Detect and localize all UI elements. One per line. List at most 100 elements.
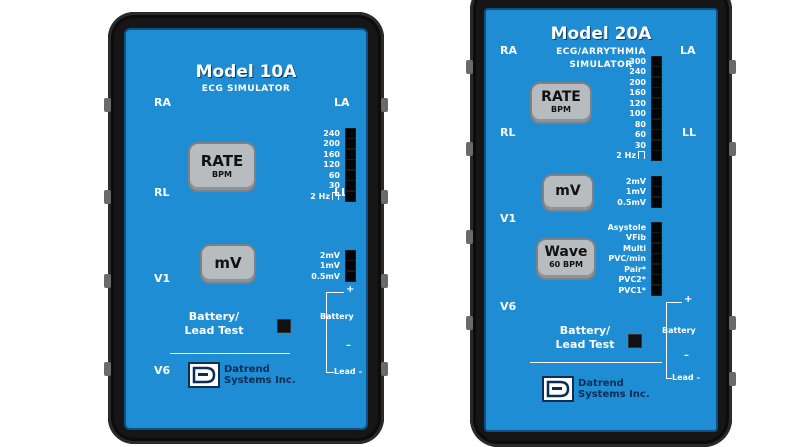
logo-line-2: Systems Inc. — [578, 389, 650, 400]
rate-row: 160 — [586, 87, 662, 99]
mv-row: 2mV — [264, 249, 356, 261]
indicator-led — [651, 175, 662, 187]
rate-value-text: 2 Hz — [616, 151, 636, 161]
indicator-led — [345, 260, 356, 272]
battery-bracket-top — [666, 302, 682, 303]
battery-bracket-side — [326, 292, 327, 372]
rate-row: 30 — [264, 180, 356, 192]
rate-button-unit: BPM — [551, 105, 571, 114]
indicator-led — [345, 190, 356, 202]
mv-row: 0.5mV — [586, 196, 662, 208]
rate-value: 30 — [634, 140, 646, 150]
battery-lead-test-button[interactable] — [628, 334, 642, 348]
lead-label-la: LA — [680, 44, 696, 57]
wave-option: Asystole — [607, 222, 646, 232]
rate-button-label: RATE — [200, 152, 244, 170]
rate-value-text: 2 Hz — [310, 191, 330, 201]
mv-indicator-scale: 2mV 1mV 0.5mV — [264, 249, 356, 282]
rate-row: 120 — [586, 97, 662, 109]
rate-value: 2 Hz — [616, 151, 646, 160]
model-10a-device: Model 10A ECG SIMULATOR RA LA RL LL V1 V… — [104, 12, 388, 444]
wave-button-rate: 60 BPM — [549, 260, 583, 269]
indicator-led — [651, 129, 662, 141]
mv-value: 1mV — [625, 187, 646, 197]
indicator-led — [651, 139, 662, 151]
rate-button[interactable]: RATE BPM — [530, 82, 592, 124]
rate-row: 2 Hz — [264, 190, 356, 202]
indicator-led — [651, 108, 662, 120]
mv-row: 0.5mV — [264, 270, 356, 282]
rate-value: 240 — [323, 128, 340, 138]
lead-label-v6: V6 — [500, 300, 517, 313]
datrend-logo-icon — [188, 362, 220, 388]
square-wave-icon — [330, 191, 340, 200]
indicator-led — [345, 138, 356, 150]
indicator-led — [345, 249, 356, 261]
lead-label-rl: RL — [500, 126, 516, 139]
rate-indicator-scale: 240 200 160 120 60 30 2 Hz — [264, 127, 356, 202]
indicator-led — [651, 97, 662, 109]
wave-row: VFib — [582, 232, 662, 244]
lead-connector-rl — [466, 142, 473, 156]
mv-value: 0.5mV — [617, 197, 646, 207]
wave-row: Pair* — [582, 263, 662, 275]
battery-lead-test-button[interactable] — [277, 319, 291, 333]
mv-button[interactable]: mV — [542, 174, 594, 212]
rate-row: 120 — [264, 159, 356, 171]
lead-label-v6: V6 — [154, 364, 171, 377]
rate-value: 120 — [323, 160, 340, 170]
lead-label-rl: RL — [154, 186, 170, 199]
wave-row: Multi — [582, 242, 662, 254]
model-subtitle-2: SIMULATOR — [569, 60, 633, 70]
indicator-led — [345, 148, 356, 160]
wave-option: PVC2* — [618, 275, 646, 285]
indicator-led — [651, 232, 662, 244]
wave-button[interactable]: Wave 60 BPM — [536, 238, 596, 280]
model-20a-device: Model 20A ECG/ARRYTHMIA SIMULATOR RA LA … — [466, 0, 736, 447]
rate-row: 60 — [586, 129, 662, 141]
indicator-led — [651, 242, 662, 254]
rate-row: 80 — [586, 118, 662, 130]
lead-label-ll: LL — [682, 126, 697, 139]
lead-connector-ra — [466, 60, 473, 74]
battery-label: Battery — [320, 312, 354, 321]
lead-label-v1: V1 — [500, 212, 517, 225]
mv-value: 2mV — [319, 250, 340, 260]
lead-connector-ll — [381, 190, 388, 204]
lead-connector-la — [729, 60, 736, 74]
rate-value: 200 — [629, 77, 646, 87]
rate-button-unit: BPM — [212, 170, 232, 179]
lead-connector-v6 — [104, 362, 111, 376]
rate-value: 300 — [629, 56, 646, 66]
mv-button-label: mV — [214, 254, 242, 272]
square-wave-icon — [636, 151, 646, 160]
rate-row: 200 — [264, 138, 356, 150]
rate-value: 240 — [629, 67, 646, 77]
rate-value: 120 — [629, 98, 646, 108]
mv-indicator-scale: 2mV 1mV 0.5mV — [586, 175, 662, 208]
battery-label: Battery — [662, 326, 696, 335]
indicator-led — [651, 263, 662, 275]
rate-row: 300 — [586, 55, 662, 67]
lead-label-ra: RA — [500, 44, 517, 57]
rate-button[interactable]: RATE BPM — [188, 142, 256, 192]
indicator-led — [345, 180, 356, 192]
lead-connector-battery — [729, 316, 736, 330]
model-subtitle: ECG SIMULATOR — [201, 84, 291, 94]
logo-text: Datrend Systems Inc. — [578, 378, 650, 400]
lead-connector-v6 — [466, 316, 473, 330]
rate-value: 60 — [328, 170, 340, 180]
test-label-line-1: Battery/ — [188, 310, 240, 323]
wave-button-label: Wave — [544, 244, 588, 260]
indicator-led — [345, 270, 356, 282]
rate-row: 240 — [264, 127, 356, 139]
mv-button[interactable]: mV — [200, 244, 256, 284]
test-label-line-2: Lead Test — [184, 324, 244, 337]
lead-bracket — [326, 372, 334, 373]
battery-plus-label: + — [684, 294, 693, 305]
test-label-line-1: Battery/ — [559, 324, 611, 337]
lead-label-ll: LL — [334, 186, 349, 199]
lead-bracket — [666, 378, 672, 379]
mv-value: 0.5mV — [311, 271, 340, 281]
logo-line-2: Systems Inc. — [224, 375, 296, 386]
